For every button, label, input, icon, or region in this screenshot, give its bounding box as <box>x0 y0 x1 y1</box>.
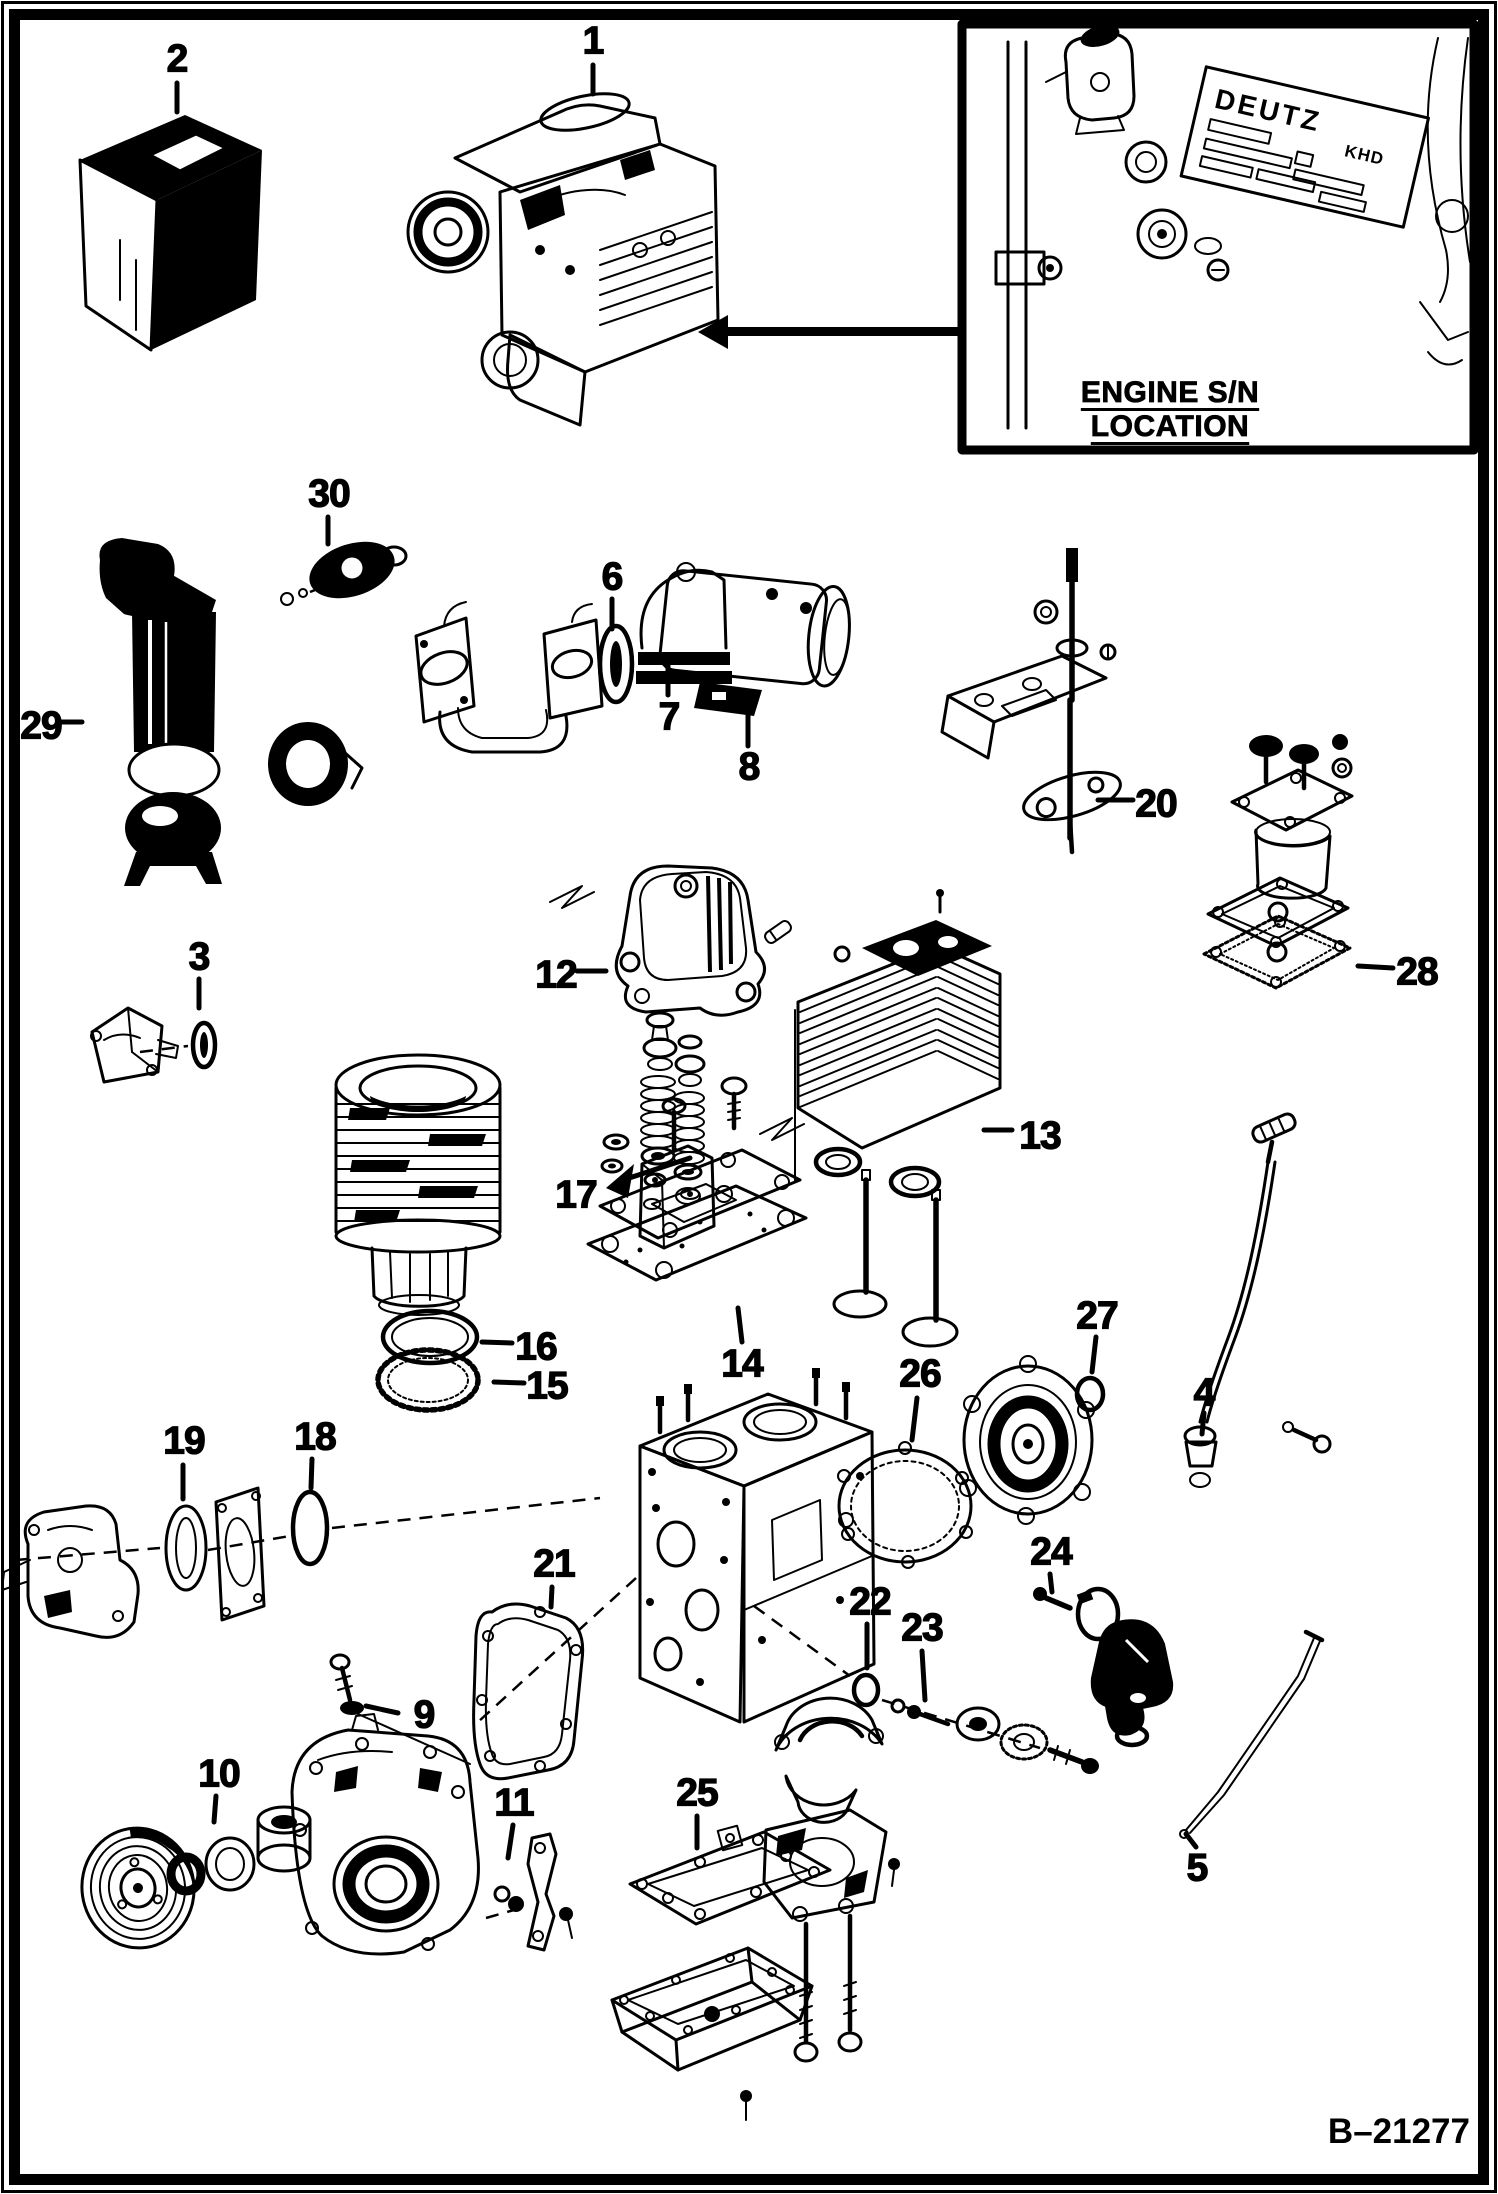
part-27-bearing-cover <box>959 1355 1106 1525</box>
timing-gear-cover <box>290 1713 480 1956</box>
part-21-gasket <box>472 1602 585 1781</box>
leader-line-24 <box>1047 1571 1055 1595</box>
part-16-ring <box>380 1308 480 1366</box>
callout-29: 29 <box>20 704 64 748</box>
callout-23: 23 <box>901 1606 945 1650</box>
leader-line-23 <box>919 1648 928 1703</box>
leader-line-26 <box>909 1395 920 1443</box>
part-6-gasket <box>597 623 635 705</box>
callout-24: 24 <box>1030 1530 1074 1574</box>
leader-line-4 <box>1199 1410 1207 1437</box>
part-24-breather-fitting <box>1033 1586 1174 1748</box>
inset-fuel-pump-icon <box>1045 25 1136 135</box>
valves <box>832 1169 959 1348</box>
callout-12: 12 <box>535 953 579 997</box>
break-mark-upper <box>549 885 595 909</box>
crankshaft-pulley <box>80 1826 196 1950</box>
callout-30: 30 <box>308 472 352 516</box>
leader-line-21 <box>548 1584 555 1610</box>
part-23-washers <box>890 1698 1099 1774</box>
leader-line-5 <box>1183 1831 1199 1850</box>
leader-line-14 <box>735 1305 745 1345</box>
callout-20: 20 <box>1135 782 1179 826</box>
part-27-o-ring <box>1074 1375 1106 1413</box>
leader-line-16 <box>479 1339 515 1346</box>
callout-7: 7 <box>658 695 681 739</box>
figure-code: B–21277 <box>1327 2112 1470 2151</box>
part-19-gasket <box>164 1504 208 1592</box>
valve-seats <box>813 1146 942 1199</box>
crankcase-block <box>638 1368 876 1724</box>
spacer-plate <box>214 1486 266 1622</box>
part-1-engine-assembly <box>406 92 720 427</box>
callout-2: 2 <box>166 37 189 81</box>
part-12-valve-cover <box>614 864 766 1017</box>
callout-9: 9 <box>413 1693 436 1737</box>
part-15-ring <box>375 1347 481 1413</box>
callout-26: 26 <box>899 1352 943 1396</box>
part-13-cylinder-head <box>796 889 1002 1150</box>
inset-title: ENGINE S/N LOCATION <box>1080 376 1260 444</box>
part-28-fuel-pump <box>1202 734 1354 990</box>
inset-nameplate: DEUTZ KHD <box>1179 65 1430 229</box>
part-22-o-ring <box>851 1672 881 1708</box>
part-11-lever <box>485 1832 558 1952</box>
leader-line-17 <box>617 1155 693 1184</box>
leader-line-10 <box>211 1793 219 1825</box>
callout-13: 13 <box>1019 1114 1063 1158</box>
callout-25: 25 <box>676 1771 720 1815</box>
part-4-dipstick-tube <box>1183 1112 1332 1488</box>
callout-14: 14 <box>721 1342 765 1386</box>
part-20-governor <box>940 548 1122 855</box>
leader-line-11 <box>505 1822 516 1861</box>
part-18-o-ring <box>290 1489 330 1567</box>
leader-line-28 <box>1355 963 1396 971</box>
dowel-pin <box>764 920 851 963</box>
part-29-clamp <box>267 721 364 807</box>
leader-line-27 <box>1089 1334 1099 1375</box>
callout-18: 18 <box>294 1415 338 1459</box>
callout-21: 21 <box>533 1542 577 1586</box>
leader-lines <box>59 62 1396 1861</box>
callout-4: 4 <box>1193 1371 1216 1415</box>
part-17-14-gasket-stack <box>586 1097 808 1282</box>
part-3-fitting <box>90 1006 218 1084</box>
part-30-sensor <box>280 541 408 606</box>
exhaust-manifold <box>414 601 604 754</box>
cylinder-barrel <box>334 1053 502 1316</box>
part-29-air-cleaner <box>99 538 222 886</box>
callout-10: 10 <box>198 1752 242 1796</box>
leader-line-18 <box>308 1456 315 1491</box>
part-8-muffler <box>658 569 851 716</box>
callout-3: 3 <box>188 935 211 979</box>
transfer-pump <box>1 1504 140 1639</box>
callout-1: 1 <box>582 19 605 63</box>
callout-28: 28 <box>1396 950 1440 994</box>
part-26-gasket <box>837 1441 973 1569</box>
oil-pan <box>610 1946 814 2121</box>
leader-line-15 <box>491 1379 527 1386</box>
callout-22: 22 <box>849 1580 893 1624</box>
leader-line-9 <box>363 1703 401 1716</box>
sn-location-arrow <box>698 315 958 349</box>
callout-15: 15 <box>526 1364 570 1408</box>
callout-8: 8 <box>738 745 761 789</box>
callout-27: 27 <box>1076 1294 1120 1338</box>
part-2-filter-box <box>78 115 262 352</box>
callout-16: 16 <box>515 1325 559 1369</box>
main-bearing-carrier <box>716 1696 900 2063</box>
break-mark-lower <box>759 1117 805 1141</box>
sn-location-inset: DEUTZ KHD <box>957 19 1479 455</box>
part-5-dipstick <box>1179 1629 1325 1839</box>
callout-19: 19 <box>163 1419 207 1463</box>
callout-11: 11 <box>494 1781 536 1825</box>
callout-6: 6 <box>601 555 624 599</box>
callout-17: 17 <box>555 1173 599 1217</box>
part-25-pan-gasket <box>559 1830 832 1939</box>
callout-5: 5 <box>1186 1846 1209 1890</box>
